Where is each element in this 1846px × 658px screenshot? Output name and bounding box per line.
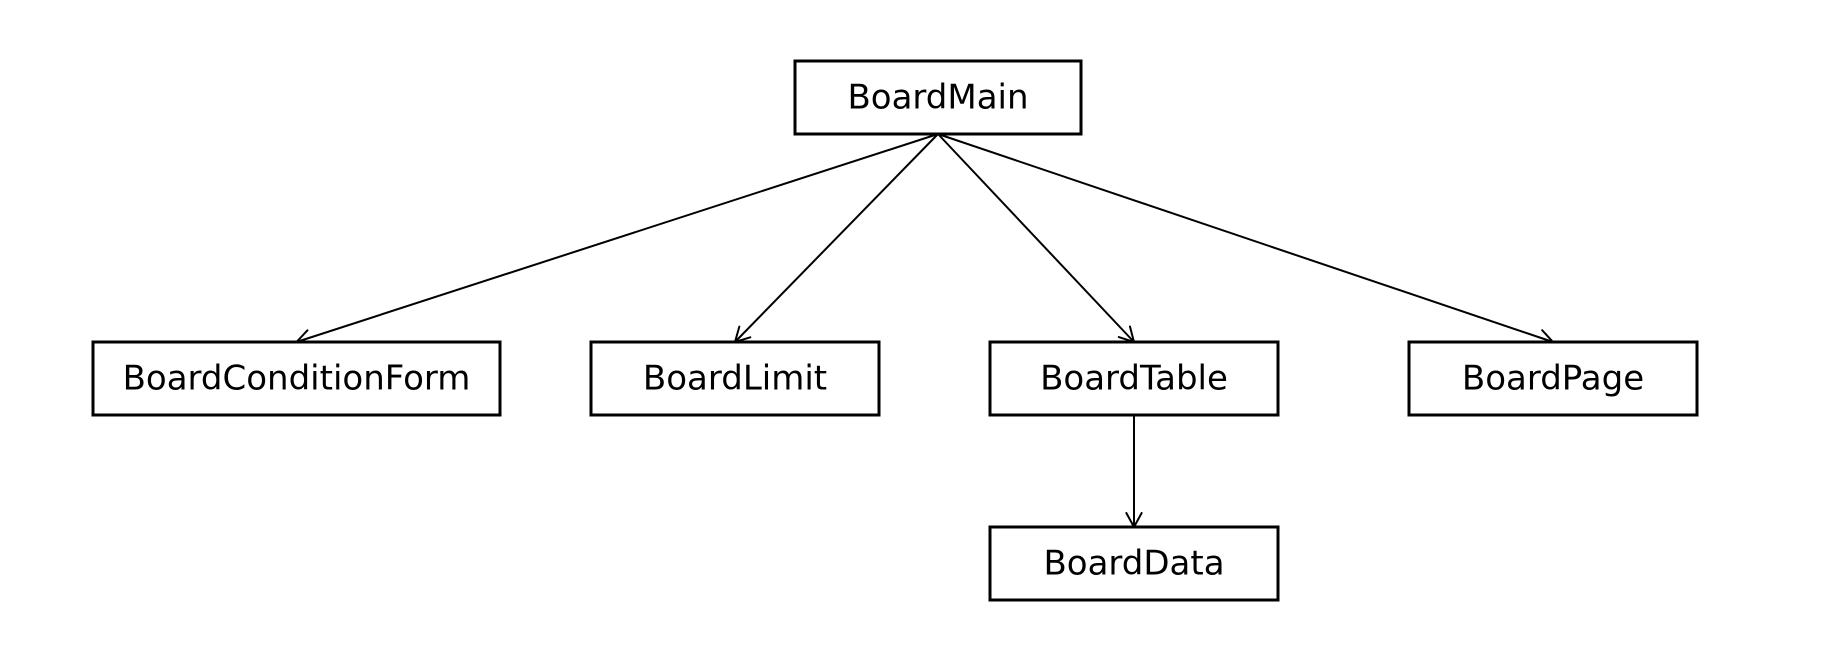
node-board-table[interactable]: BoardTable: [988, 340, 1280, 417]
node-board-data-label: BoardData: [1043, 544, 1224, 584]
node-board-condition-form-box: [91, 340, 502, 417]
node-board-table-box: [988, 340, 1280, 417]
node-board-limit[interactable]: BoardLimit: [589, 340, 881, 417]
node-board-main-box: [793, 59, 1083, 136]
node-board-limit-box: [589, 340, 881, 417]
node-board-condition-form-label: BoardConditionForm: [123, 359, 471, 399]
node-board-page-label: BoardPage: [1462, 359, 1644, 399]
node-board-main[interactable]: BoardMain: [793, 59, 1083, 136]
node-board-limit-label: BoardLimit: [643, 359, 827, 399]
edge-board-main-to-board-page: [937, 133, 1554, 343]
node-board-condition-form[interactable]: BoardConditionForm: [91, 340, 502, 417]
node-board-main-label: BoardMain: [847, 78, 1028, 118]
edge-board-main-to-board-limit: [734, 133, 939, 343]
edge-board-main-to-board-table: [937, 133, 1135, 343]
node-board-data-box: [988, 525, 1280, 602]
edge-board-main-to-board-condition-form: [296, 133, 939, 343]
edges-layer: [295, 133, 1554, 528]
node-board-data[interactable]: BoardData: [988, 525, 1280, 602]
node-board-page-box: [1407, 340, 1699, 417]
node-board-table-label: BoardTable: [1040, 359, 1228, 399]
node-board-page[interactable]: BoardPage: [1407, 340, 1699, 417]
